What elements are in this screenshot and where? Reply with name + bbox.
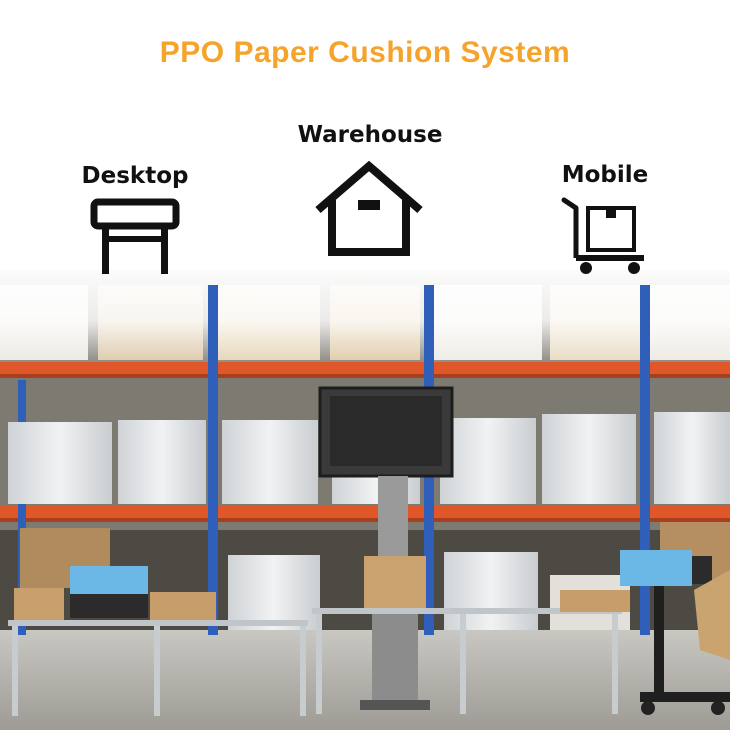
warehouse-machine [312, 386, 622, 714]
floor [0, 630, 730, 730]
desktop-label: Desktop [81, 163, 189, 189]
lower-shelf-stock [20, 522, 730, 630]
desktop-machine [8, 566, 308, 716]
house-icon [315, 160, 423, 256]
warehouse-label: Warehouse [297, 122, 443, 148]
photo-fade [0, 260, 730, 370]
cart-icon [561, 197, 644, 274]
table-icon [90, 198, 180, 274]
mobile-label: Mobile [561, 162, 649, 188]
rack-beams [0, 362, 730, 522]
mobile-machine [560, 550, 730, 715]
page-title: PPO Paper Cushion System [159, 36, 571, 69]
